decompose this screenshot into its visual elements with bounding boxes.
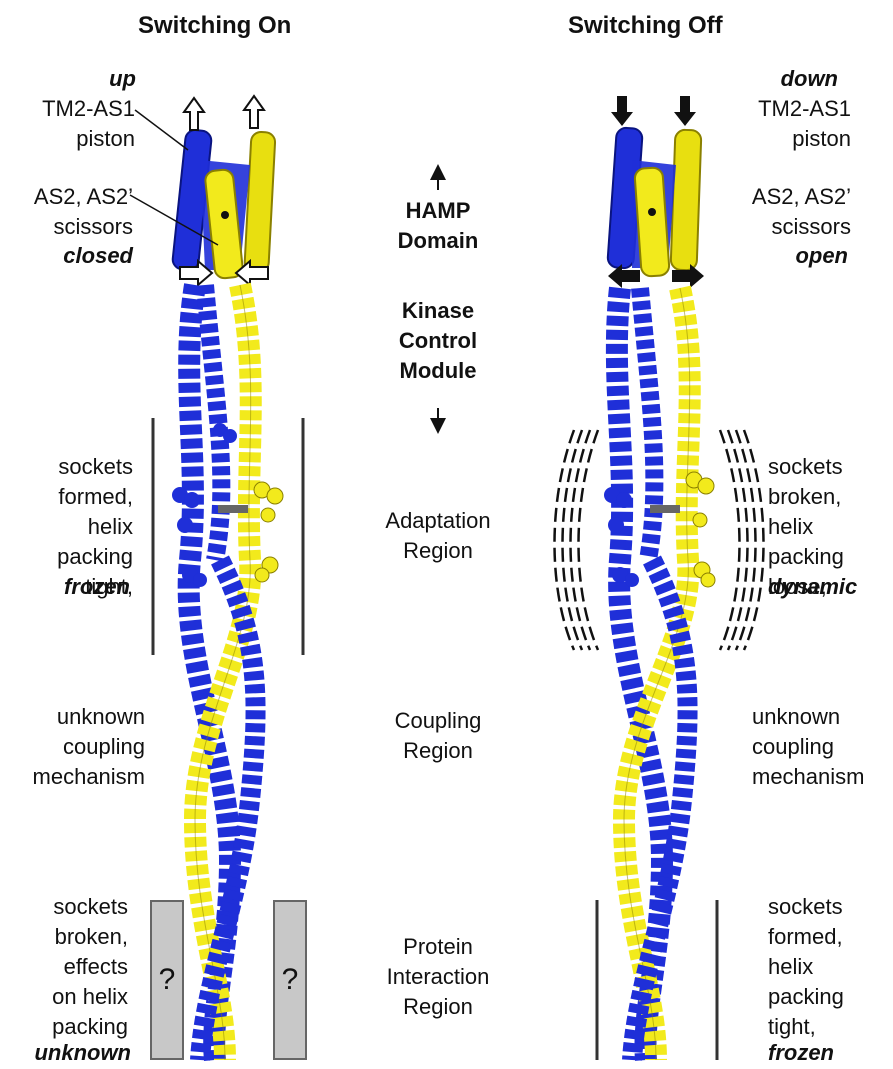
left-protein-text: sockets broken, effects on helix packing bbox=[52, 892, 128, 1042]
left-question-box-1: ? bbox=[150, 900, 184, 1060]
left-scissors-state: closed bbox=[63, 241, 133, 271]
title-switching-on: Switching On bbox=[138, 12, 291, 40]
right-piston-label: TM2-AS1 piston bbox=[758, 94, 851, 154]
left-coupling-text: unknown coupling mechanism bbox=[33, 702, 145, 792]
right-protein-text: sockets formed, helix packing tight, bbox=[768, 892, 844, 1042]
right-yellow-cylinder-back bbox=[671, 130, 702, 271]
right-piston-arrow-2 bbox=[674, 96, 696, 126]
left-piston-label: TM2-AS1 piston bbox=[42, 94, 135, 154]
question-mark: ? bbox=[275, 963, 305, 997]
right-dynamic-arcs-left bbox=[555, 430, 599, 650]
right-scissors-state: open bbox=[795, 241, 848, 271]
left-yellow-cylinder-back bbox=[244, 131, 275, 272]
question-mark: ? bbox=[152, 963, 182, 997]
right-adaptation-state: dynamic bbox=[768, 572, 857, 602]
protein-interaction-region-label: Protein Interaction Region bbox=[350, 932, 526, 1022]
left-yellow-helix-2 bbox=[205, 285, 221, 560]
title-switching-off: Switching Off bbox=[568, 12, 723, 40]
right-piston-direction: down bbox=[781, 64, 838, 94]
right-piston-arrow-1 bbox=[611, 96, 633, 126]
right-coupling-text: unknown coupling mechanism bbox=[752, 702, 864, 792]
right-dynamic-arcs-right bbox=[720, 430, 764, 650]
kinase-control-module-label: Kinase Control Module bbox=[368, 296, 508, 386]
left-scissors-label: AS2, AS2’ scissors bbox=[34, 182, 133, 242]
hamp-domain-label: HAMP Domain bbox=[368, 196, 508, 256]
left-question-box-2: ? bbox=[273, 900, 307, 1060]
left-piston-arrow-2 bbox=[244, 96, 264, 128]
adaptation-region-label: Adaptation Region bbox=[350, 506, 526, 566]
left-protein-state: unknown bbox=[34, 1038, 131, 1068]
right-structure bbox=[555, 96, 764, 1060]
coupling-region-label: Coupling Region bbox=[350, 706, 526, 766]
right-scissors-label: AS2, AS2’ scissors bbox=[752, 182, 851, 242]
left-adaptation-state: frozen bbox=[64, 572, 130, 602]
left-piston-direction: up bbox=[109, 64, 136, 94]
left-piston-arrow-1 bbox=[184, 98, 204, 130]
right-protein-state: frozen bbox=[768, 1038, 834, 1068]
